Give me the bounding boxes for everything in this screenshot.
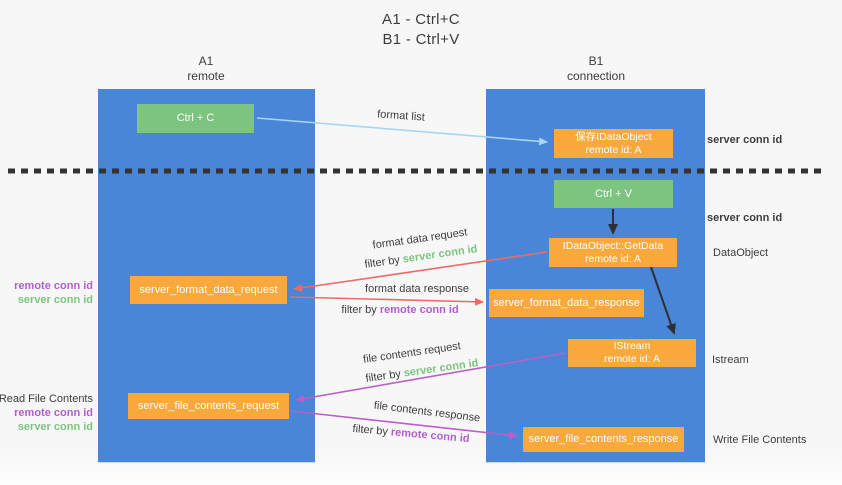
node-ctrl-v: Ctrl + V (554, 180, 673, 208)
lane-b1-role: connection (566, 69, 626, 83)
left-bottom-labels: Read File Contents remote conn id server… (0, 392, 93, 434)
read-file-contents-label: Read File Contents (0, 393, 93, 405)
filter-by-text: filter by (364, 367, 405, 385)
node-save-idataobject-line1: 保存IDataObject (575, 130, 652, 143)
node-getdata-line1: IDataObject::GetData (562, 239, 664, 252)
server-conn-id-label: server conn id (17, 421, 93, 433)
write-file-contents-label: Write File Contents (713, 434, 807, 446)
left-mid-conn-ids: remote conn id server conn id (0, 279, 93, 307)
filter-by-text: filter by (363, 253, 404, 271)
remote-conn-id-label: remote conn id (14, 407, 93, 419)
node-istream: IStream remote id: A (568, 339, 696, 367)
format-data-response-arrow (289, 296, 484, 306)
node-server-file-contents-response: server_file_contents_response (523, 427, 684, 452)
lane-a1-name: A1 (198, 54, 214, 68)
dataobject-label: DataObject (713, 247, 769, 259)
server-conn-id-key: server conn id (402, 357, 480, 380)
node-server-format-data-request: server_format_data_request (130, 276, 287, 304)
format-data-response-label: format data response (365, 283, 469, 295)
remote-conn-id-key: remote conn id (390, 426, 470, 446)
diagram-title: A1 - Ctrl+C B1 - Ctrl+V (0, 10, 842, 50)
file-contents-response-filter-label: filter by remote conn id (352, 423, 470, 445)
node-ctrl-c: Ctrl + C (137, 104, 254, 133)
title-line-1: A1 - Ctrl+C (382, 11, 460, 28)
node-ctrl-c-label: Ctrl + C (176, 112, 215, 124)
node-istream-line2: remote id: A (603, 353, 661, 365)
node-file-response-label: server_file_contents_response (528, 433, 679, 445)
filter-by-text: filter by (341, 304, 380, 316)
server-conn-id-key: server conn id (401, 243, 479, 266)
istream-side-label: Istream (712, 354, 749, 366)
right-mid-server-conn-id: server conn id (707, 212, 783, 224)
node-save-idataobject: 保存IDataObject remote id: A (554, 129, 673, 158)
lane-header-a1: A1 remote (146, 54, 266, 84)
format-list-label: format list (376, 108, 426, 124)
lane-a1-role: remote (187, 69, 225, 83)
remote-conn-id-key: remote conn id (379, 304, 459, 316)
remote-conn-id-label: remote conn id (14, 280, 93, 292)
node-save-idataobject-line2: remote id: A (585, 143, 642, 156)
format-data-response-filter-label: filter by remote conn id (341, 304, 458, 316)
node-format-response-label: server_format_data_response (493, 296, 640, 309)
right-top-server-conn-id: server conn id (707, 134, 783, 146)
node-server-file-contents-request: server_file_contents_request (128, 393, 289, 419)
title-line-2: B1 - Ctrl+V (382, 31, 460, 48)
lane-b1-name: B1 (588, 54, 604, 68)
node-istream-line1: IStream (613, 340, 651, 352)
node-getdata-line2: remote id: A (584, 252, 642, 265)
server-conn-id-label: server conn id (17, 294, 93, 306)
file-contents-response-label: file contents response (373, 399, 481, 425)
node-server-format-data-response: server_format_data_response (489, 289, 644, 317)
node-file-request-label: server_file_contents_request (137, 399, 280, 412)
lane-header-b1: B1 connection (536, 54, 656, 84)
filter-by-text: filter by (352, 422, 392, 439)
node-idataobject-getdata: IDataObject::GetData remote id: A (549, 238, 677, 267)
node-ctrl-v-label: Ctrl + V (595, 187, 632, 200)
node-format-request-label: server_format_data_request (139, 283, 278, 296)
